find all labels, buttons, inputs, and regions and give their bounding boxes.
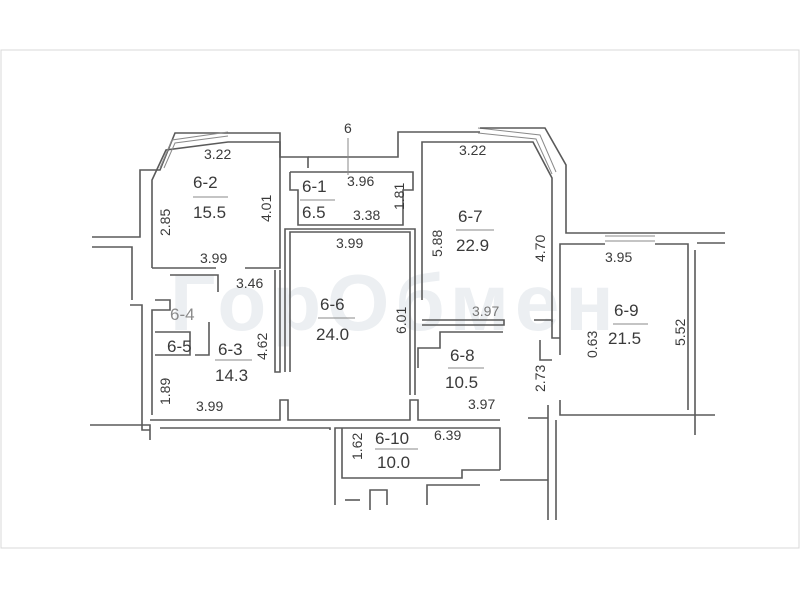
plan-frame xyxy=(0,49,800,549)
dim: 3.22 xyxy=(459,142,486,158)
dim: 1.89 xyxy=(157,378,173,405)
room-6-3: 6-3 14.3 xyxy=(215,340,252,385)
room-area: 15.5 xyxy=(193,203,226,222)
dim: 3.99 xyxy=(200,250,227,266)
watermark: ГорОбмен xyxy=(170,258,620,347)
room-6-9: 6-9 21.5 xyxy=(608,301,648,348)
dim: 4.70 xyxy=(532,235,548,262)
room-6-10: 6-10 10.0 xyxy=(375,429,418,472)
room-area: 6.5 xyxy=(302,203,326,222)
room-area: 10.0 xyxy=(377,453,410,472)
dim: 3.97 xyxy=(472,303,499,319)
room-id: 6-6 xyxy=(320,295,345,314)
dim: 3.99 xyxy=(196,398,223,414)
dim: 6.39 xyxy=(434,427,461,443)
room-id: 6-3 xyxy=(218,340,243,359)
room-6-2: 6-2 15.5 xyxy=(193,173,228,222)
dim: 3.46 xyxy=(236,275,263,291)
room-area: 24.0 xyxy=(316,325,349,344)
room-area: 22.9 xyxy=(456,236,489,255)
dim: 2.85 xyxy=(157,209,173,236)
room-6-4-id: 6-4 xyxy=(170,305,195,324)
room-id: 6-2 xyxy=(193,173,218,192)
dim: 3.38 xyxy=(353,207,380,223)
dim: 6.01 xyxy=(393,307,409,334)
room-6-8: 6-8 10.5 xyxy=(445,346,484,392)
room-id: 6-1 xyxy=(302,177,327,196)
room-id: 6-8 xyxy=(450,346,475,365)
dim: 2.73 xyxy=(532,365,548,392)
dim: 5.52 xyxy=(672,319,688,346)
dim: 1.81 xyxy=(391,183,407,210)
dim: 3.95 xyxy=(605,249,632,265)
dim: 4.62 xyxy=(254,333,270,360)
dim: 4.01 xyxy=(258,195,274,222)
room-area: 10.5 xyxy=(445,373,478,392)
dim: 0.63 xyxy=(584,331,600,358)
dim: 5.88 xyxy=(429,230,445,257)
dimensions: 3.22 2.85 4.01 3.99 3.96 3.38 1.81 3.99 … xyxy=(157,142,688,460)
room-6-7: 6-7 22.9 xyxy=(456,207,494,255)
dim: 3.97 xyxy=(468,396,495,412)
room-area: 21.5 xyxy=(608,329,641,348)
dim: 3.96 xyxy=(347,173,374,189)
room-6-1: 6-1 6.5 xyxy=(300,177,335,222)
room-id: 6-9 xyxy=(614,301,639,320)
room-id: 6-10 xyxy=(375,429,409,448)
room-area: 14.3 xyxy=(215,366,248,385)
apartment-label: 6 xyxy=(344,120,352,136)
room-6-6: 6-6 24.0 xyxy=(316,295,355,344)
dim: 1.62 xyxy=(349,433,365,460)
room-id: 6-7 xyxy=(458,207,483,226)
room-6-5-id: 6-5 xyxy=(167,337,192,356)
walls xyxy=(90,127,725,520)
dim: 3.99 xyxy=(336,235,363,251)
dim: 3.22 xyxy=(204,146,231,162)
